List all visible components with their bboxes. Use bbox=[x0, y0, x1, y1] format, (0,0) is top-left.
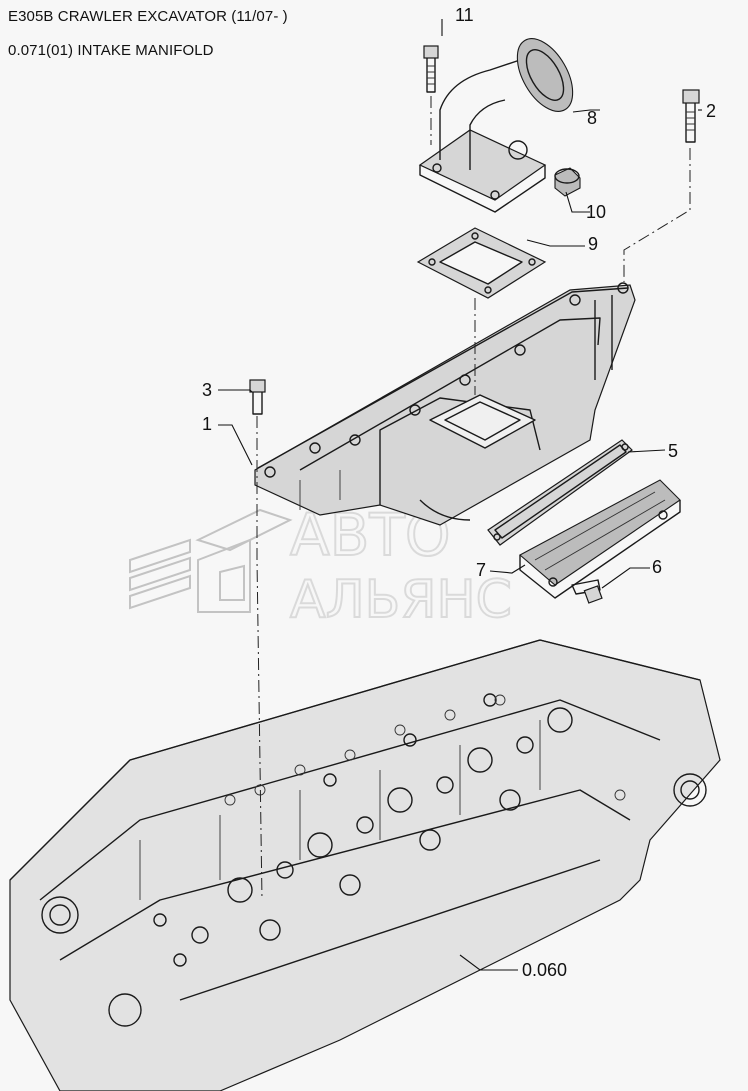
callout-leaders bbox=[218, 19, 702, 971]
callout-9: 9 bbox=[588, 234, 598, 254]
assembly-center-lines bbox=[256, 96, 691, 901]
plug-10 bbox=[554, 167, 581, 197]
intake-elbow-8 bbox=[418, 38, 574, 213]
gasket-9 bbox=[416, 227, 547, 299]
callout-6: 6 bbox=[652, 557, 662, 577]
diagram-subtitle: 0.071(01) INTAKE MANIFOLD bbox=[8, 42, 214, 59]
bolt-6 bbox=[571, 579, 603, 604]
callout-11: 11 bbox=[455, 5, 474, 25]
bolt-2 bbox=[682, 89, 700, 143]
callout-2: 2 bbox=[706, 101, 716, 121]
callout-8: 8 bbox=[587, 108, 597, 128]
callout-10: 10 bbox=[586, 202, 606, 222]
bolt-11 bbox=[423, 45, 439, 93]
callout-7: 7 bbox=[476, 560, 486, 580]
callout-labels: 11 2 8 10 9 3 1 5 7 6 0.060 bbox=[202, 5, 716, 980]
cover-7 bbox=[519, 479, 681, 599]
watermark-logo: АВТО АЛЬЯНС bbox=[129, 500, 513, 631]
diagram-title: E305B CRAWLER EXCAVATOR (11/07- ) bbox=[8, 8, 288, 25]
intake-manifold-1 bbox=[254, 282, 636, 526]
gasket-5 bbox=[487, 439, 633, 546]
callout-5: 5 bbox=[668, 441, 678, 461]
callout-1: 1 bbox=[202, 414, 212, 434]
cylinder-head-assembly bbox=[9, 639, 721, 1091]
callout-3: 3 bbox=[202, 380, 212, 400]
bolt-3 bbox=[249, 379, 266, 415]
callout-0-060: 0.060 bbox=[522, 960, 567, 980]
watermark-line2: АЛЬЯНС bbox=[290, 570, 512, 630]
